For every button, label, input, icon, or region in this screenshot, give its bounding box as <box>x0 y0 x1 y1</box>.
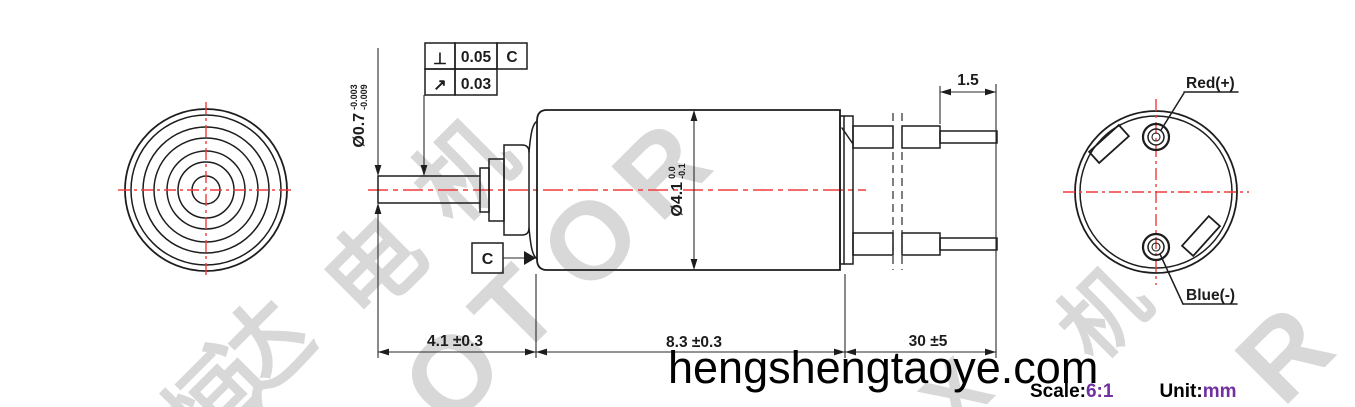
terminal-ring <box>1147 128 1165 146</box>
body-dia-tolerance: 0.0 -0.1 <box>667 163 688 179</box>
terminal-positive-label: Red(+) <box>1186 75 1235 92</box>
tol-lower: -0.009 <box>359 84 369 110</box>
terminal-ring <box>1151 132 1161 142</box>
arrowhead <box>985 348 996 356</box>
body-diameter-label: Ø4.1 0.0 -0.1 <box>665 140 691 240</box>
wire-positive-segment <box>852 125 894 149</box>
terminal-negative <box>1141 232 1171 262</box>
site-watermark-text: hengshengtaoye.com <box>668 342 1099 393</box>
arrowhead <box>374 165 382 176</box>
arrowhead <box>940 88 951 96</box>
arrowhead <box>834 348 845 356</box>
rear-cap <box>839 115 854 265</box>
terminal-positive <box>1141 122 1171 152</box>
feature-control-frame: ⊥ 0.05 C ↗ 0.03 <box>424 42 528 96</box>
wire-negative-stripped-end <box>939 237 998 251</box>
unit-label: Unit: <box>1159 381 1203 402</box>
footer-line: Scale:6:1 Unit:mm <box>1030 381 1237 403</box>
dim-shaft-length: 4.1 ±0.3 <box>427 333 483 350</box>
terminal-ring <box>1141 232 1171 262</box>
fcf-cell <box>496 42 528 70</box>
runout-value: 0.03 <box>461 76 492 93</box>
leader-positive <box>1160 92 1185 131</box>
arrowhead <box>420 165 428 176</box>
terminal-crimp <box>841 127 854 145</box>
terminal-ring <box>1151 242 1161 252</box>
arrowhead <box>536 348 547 356</box>
dim-wire-length: 30 ±5 <box>909 333 948 350</box>
wire-positive-segment <box>901 125 941 149</box>
front-fillet-top <box>528 120 538 153</box>
wire-positive-stripped-end <box>939 130 998 144</box>
body-dia-value: Ø4.1 <box>669 181 686 217</box>
front-fillet-bottom <box>528 227 538 260</box>
datum-triangle <box>524 251 536 265</box>
perpendicularity-datum: C <box>506 49 517 66</box>
rear-view: Red(+) Blue(-) <box>1063 75 1249 305</box>
fcf-cell <box>454 68 498 96</box>
shaft-diameter-label: Ø0.7 -0.003 -0.009 <box>347 66 373 166</box>
shaft-dia-value: Ø0.7 <box>351 112 368 148</box>
dim-body-length: 8.3 ±0.3 <box>666 334 722 351</box>
terminal-ring <box>1141 122 1171 152</box>
arrowhead <box>690 259 698 270</box>
side-view <box>368 109 998 271</box>
terminal-ring <box>1147 238 1165 256</box>
perpendicularity-value: 0.05 <box>461 49 492 66</box>
scale-label: Scale: <box>1030 381 1086 402</box>
cap-tab <box>1180 214 1222 258</box>
cap-tab <box>1087 123 1131 165</box>
unit-value: mm <box>1202 381 1237 402</box>
terminal-negative-label: Blue(-) <box>1186 287 1235 304</box>
shaft-dia-tolerance: -0.003 -0.009 <box>349 84 370 110</box>
arrowhead <box>525 348 536 356</box>
wire-negative-segment <box>901 232 941 256</box>
scale-value: 6:1 <box>1085 381 1114 402</box>
shaft-outline <box>377 175 481 204</box>
motor-body <box>536 109 841 271</box>
datum-flag: C <box>471 242 536 274</box>
arrowhead <box>374 203 382 214</box>
dim-strip-length: 1.5 <box>957 72 979 89</box>
front-view <box>118 102 294 278</box>
tol-lower: -0.1 <box>677 163 687 179</box>
datum-label: C <box>482 251 494 268</box>
arrowhead <box>845 348 856 356</box>
wire-negative-segment <box>852 232 894 256</box>
runout-symbol: ↗ <box>433 77 446 94</box>
arrowhead <box>985 88 996 96</box>
arrowhead <box>378 348 389 356</box>
dimensions: ⊥ 0.05 C ↗ 0.03 C <box>374 42 997 358</box>
leader-negative <box>1159 253 1184 305</box>
perpendicularity-symbol: ⊥ <box>433 51 447 68</box>
arrowhead <box>690 110 698 121</box>
